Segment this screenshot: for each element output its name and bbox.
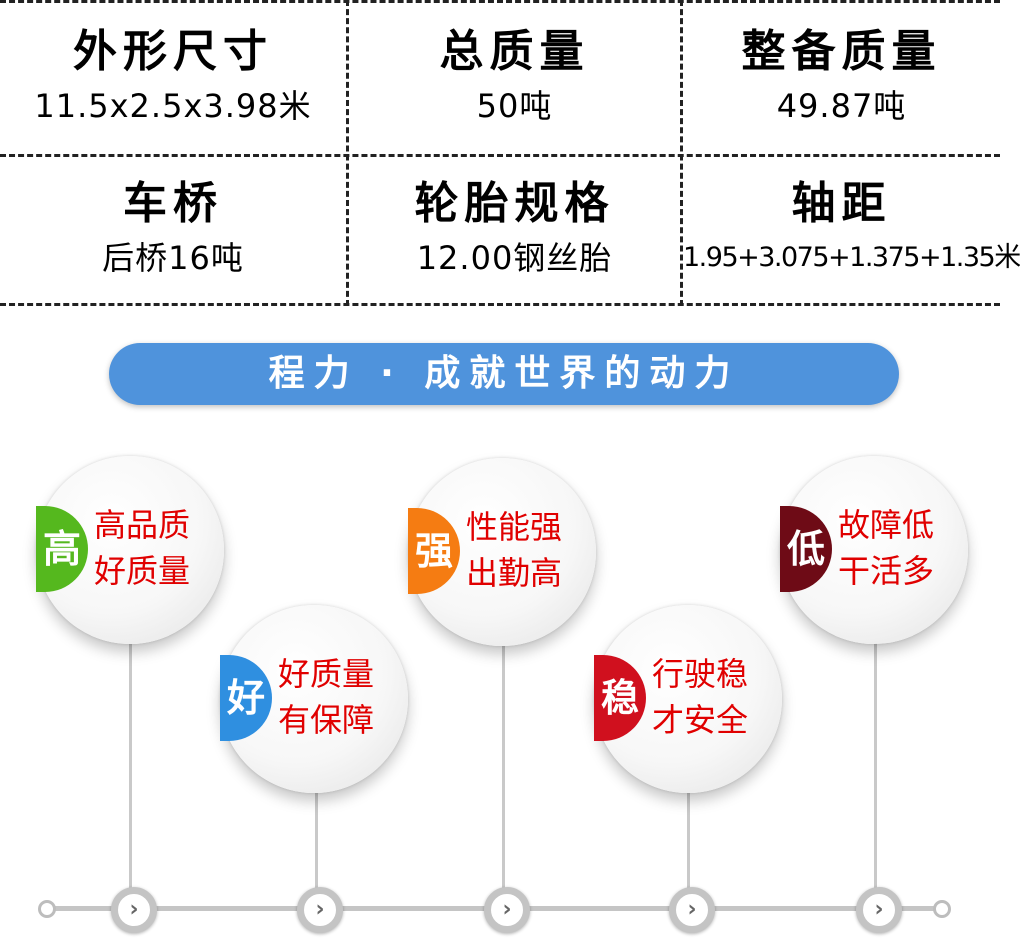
spec-key: 轴距 (791, 178, 892, 229)
timeline-stem (129, 640, 132, 892)
feature-line: 好质量 (278, 655, 375, 693)
spec-cell-gross-weight: 总质量 50吨 (349, 26, 680, 126)
spec-cell-tire: 轮胎规格 12.00钢丝胎 (349, 178, 680, 278)
badge-icon: 稳 (594, 655, 646, 741)
table-divider-middle (0, 154, 1000, 157)
timeline-node: › (484, 887, 530, 933)
badge-icon: 强 (408, 508, 460, 594)
badge-icon: 高 (36, 506, 88, 592)
slogan-text: 程力 · 成就世界的动力 (268, 353, 740, 394)
spec-cell-wheelbase: 轴距 1.95+3.075+1.375+1.35米 (683, 178, 1020, 278)
feature-bubble-quality: 高 高品质 好质量 (36, 456, 224, 644)
badge-icon: 低 (780, 506, 832, 592)
spec-cell-dimensions: 外形尺寸 11.5x2.5x3.98米 (0, 26, 346, 126)
timeline-node: › (111, 887, 157, 933)
feature-line: 干活多 (838, 552, 935, 590)
chevron-right-icon: › (687, 897, 697, 922)
spec-cell-axle: 车桥 后桥16吨 (0, 178, 346, 278)
spec-key: 轮胎规格 (414, 178, 615, 229)
chevron-right-icon: › (129, 897, 139, 922)
feature-text: 行驶稳 才安全 (652, 651, 748, 743)
spec-value: 后桥16吨 (102, 239, 244, 277)
timeline-stem (502, 645, 505, 892)
spec-value: 11.5x2.5x3.98米 (34, 87, 312, 125)
timeline-stem (874, 640, 877, 892)
feature-line: 性能强 (466, 508, 563, 546)
feature-line: 有保障 (278, 701, 375, 739)
feature-line: 故障低 (838, 506, 935, 544)
feature-line: 行驶稳 (652, 655, 749, 693)
feature-line: 高品质 (94, 506, 191, 544)
table-border-bottom (0, 303, 1000, 306)
feature-bubble-stability: 稳 行驶稳 才安全 (594, 605, 782, 793)
chevron-right-icon: › (315, 897, 325, 922)
feature-text: 高品质 好质量 (94, 502, 190, 594)
table-divider-right (680, 0, 683, 306)
chevron-right-icon: › (502, 897, 512, 922)
feature-line: 好质量 (94, 552, 191, 590)
timeline-stem (315, 790, 318, 892)
feature-text: 好质量 有保障 (278, 651, 374, 743)
spec-key: 车桥 (123, 178, 223, 229)
timeline-start-cap (38, 900, 56, 918)
timeline-end-cap (933, 900, 951, 918)
spec-value: 12.00钢丝胎 (416, 239, 613, 277)
feature-text: 故障低 干活多 (838, 502, 934, 594)
feature-line: 才安全 (652, 701, 749, 739)
badge-icon: 好 (220, 655, 272, 741)
spec-value: 50吨 (476, 87, 553, 125)
spec-key: 外形尺寸 (73, 26, 273, 77)
feature-bubble-assurance: 好 好质量 有保障 (220, 605, 408, 793)
spec-value: 1.95+3.075+1.375+1.35米 (683, 242, 1020, 273)
timeline-node: › (297, 887, 343, 933)
feature-text: 性能强 出勤高 (466, 504, 562, 596)
feature-bubble-reliability: 低 故障低 干活多 (780, 456, 968, 644)
timeline-node: › (669, 887, 715, 933)
timeline-node: › (856, 887, 902, 933)
table-divider-left (346, 0, 349, 306)
timeline-stem (687, 790, 690, 892)
spec-value: 49.87吨 (776, 87, 907, 125)
spec-cell-curb-weight: 整备质量 49.87吨 (683, 26, 1000, 126)
feature-bubble-performance: 强 性能强 出勤高 (408, 458, 596, 646)
table-border-top (0, 0, 1000, 3)
slogan-banner: 程力 · 成就世界的动力 (109, 343, 899, 405)
spec-key: 总质量 (439, 26, 590, 77)
spec-table: 外形尺寸 11.5x2.5x3.98米 总质量 50吨 整备质量 49.87吨 … (0, 0, 1020, 306)
feature-line: 出勤高 (466, 554, 563, 592)
spec-key: 整备质量 (741, 26, 942, 77)
chevron-right-icon: › (874, 897, 884, 922)
